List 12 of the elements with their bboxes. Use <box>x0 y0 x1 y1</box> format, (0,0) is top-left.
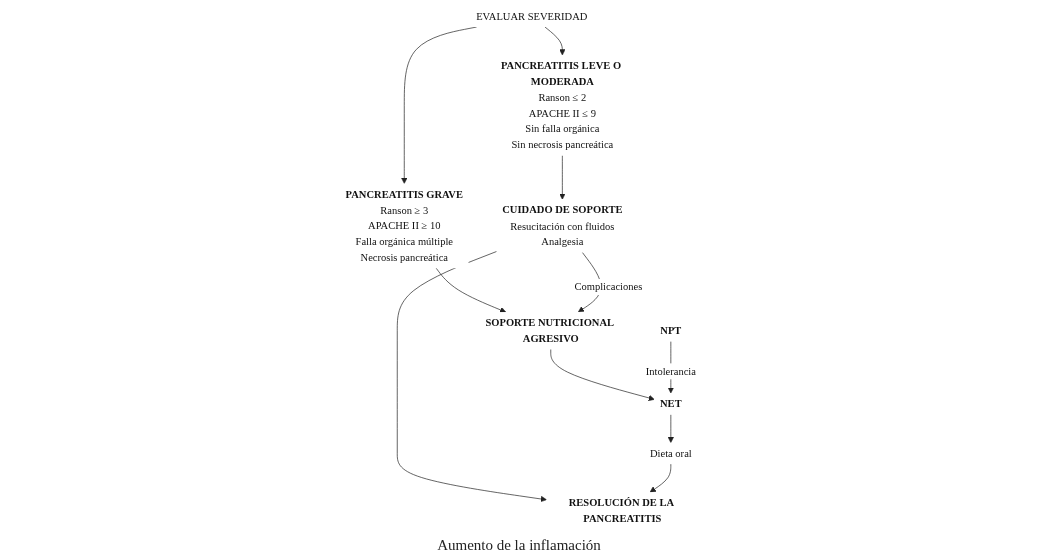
node-text: RESOLUCIÓN DE LA PANCREATITIS <box>568 497 674 525</box>
node-text: NET <box>659 398 682 410</box>
node-text: Dieta oral <box>649 447 692 459</box>
note-text: Aumento de la inflamación <box>437 537 601 554</box>
edge-label: Intolerancia <box>645 365 696 377</box>
node-text: PANCREATITIS GRAVE Ranson ≥ 3 APACHE II ≥ 10 Falla orgánica múltiple Necrosis pancreática <box>345 188 463 263</box>
node-text: EVALUAR SEVERIDAD <box>476 10 588 22</box>
node-text: SOPORTE NUTRICIONAL AGRESIVO <box>485 317 614 345</box>
node-text: NPT <box>660 324 682 337</box>
node-text: CUIDADO DE SOPORTE Resucitación con fluidos Analgesia <box>502 204 623 248</box>
edge-label: Complicaciones <box>574 281 643 293</box>
node-text: PANCREATITIS LEVE O MODERADA Ranson ≤ 2 APACHE II ≤ 9 Sin falla orgánica Sin necrosis pancreática <box>500 60 622 151</box>
